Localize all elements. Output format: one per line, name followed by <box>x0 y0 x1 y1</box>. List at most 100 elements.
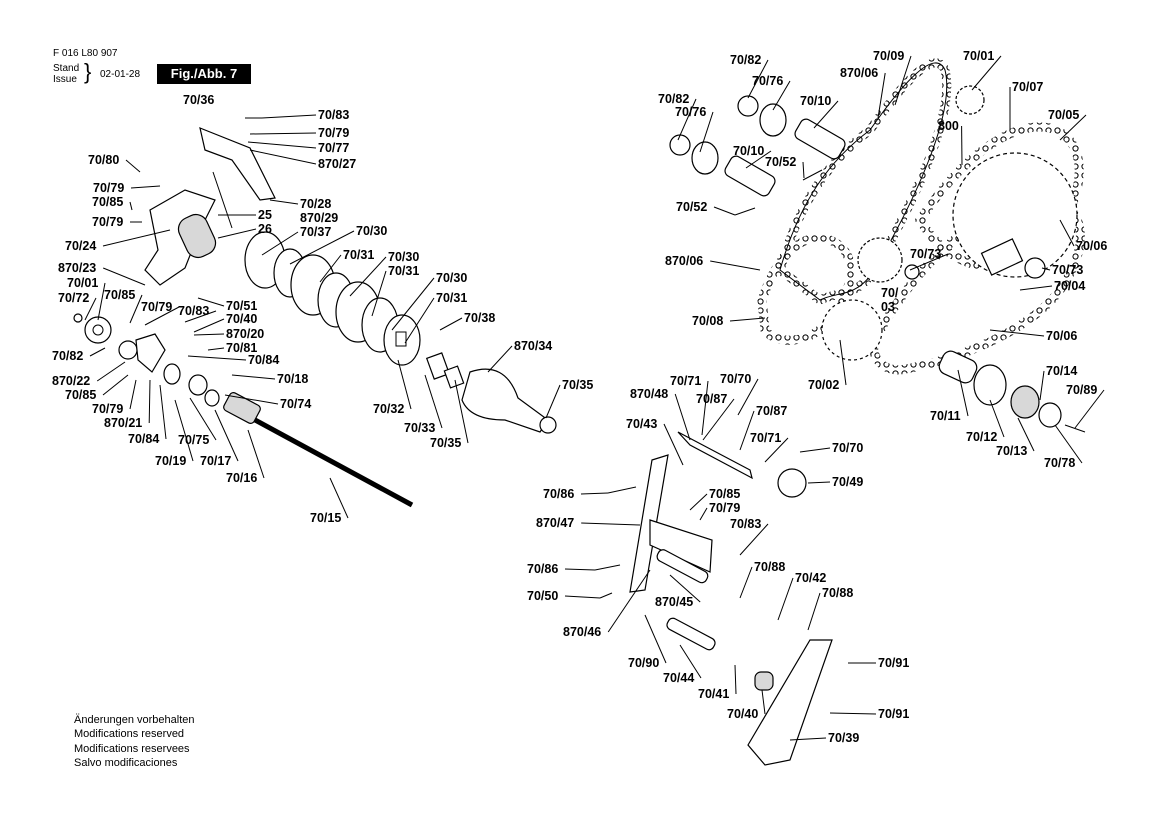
callout-leader-line <box>580 492 609 495</box>
callout-leader-line <box>677 98 697 141</box>
callout-leader-line <box>1039 370 1045 401</box>
part-callout-label: 70/05 <box>1048 108 1079 122</box>
callout-leader-line <box>877 72 886 119</box>
part-callout-label: 70/78 <box>1044 456 1075 470</box>
part-callout-label: 70/31 <box>343 248 374 262</box>
part-callout-label: 70/30 <box>388 250 419 264</box>
part-callout-label: 70/90 <box>628 656 659 670</box>
callout-leader-line <box>217 228 257 239</box>
drive-shaft-assembly <box>163 352 557 508</box>
part-callout-label: 70/79 <box>141 300 172 314</box>
callout-leader-line <box>829 712 877 715</box>
part-callout-label: 70/01 <box>963 49 994 63</box>
part-callout-label: 70/79 <box>92 402 123 416</box>
callout-leader-line <box>148 379 151 424</box>
callout-leader-line <box>564 568 596 571</box>
part-callout-label: 70/83 <box>178 304 209 318</box>
part-callout-label: 70/09 <box>873 49 904 63</box>
callout-leader-line <box>747 59 769 99</box>
callout-leader-line <box>729 317 766 322</box>
callout-leader-line <box>103 267 146 286</box>
part-callout-label: 70/86 <box>543 487 574 501</box>
callout-leader-line <box>487 345 513 373</box>
part-callout-label: 70/73 <box>1052 263 1083 277</box>
part-callout-label: 70/85 <box>104 288 135 302</box>
part-callout-label: 70/01 <box>67 276 98 290</box>
part-callout-label: 70/91 <box>878 656 909 670</box>
part-callout-label: 70/79 <box>709 501 740 515</box>
callout-leader-line <box>289 230 355 265</box>
callout-leader-line <box>813 100 839 129</box>
callout-leader-line <box>802 161 805 179</box>
note-de: Änderungen vorbehalten <box>74 714 195 726</box>
callout-leader-line <box>1059 114 1087 141</box>
part-callout-label: 03 <box>881 300 895 314</box>
callout-leader-line <box>737 378 759 416</box>
part-callout-label: 70/31 <box>388 264 419 278</box>
part-callout-labels: 70/3670/8370/7970/77870/2770/8070/7970/8… <box>52 49 1107 745</box>
part-callout-label: 70/40 <box>226 312 257 326</box>
callout-leader-line <box>701 380 709 436</box>
part-callout-label: 70/71 <box>670 374 701 388</box>
callout-leader-line <box>761 689 766 715</box>
part-callout-label: 70/85 <box>65 388 96 402</box>
part-callout-label: 70/52 <box>765 155 796 169</box>
callout-leader-line <box>674 393 691 441</box>
part-callout-label: 70/50 <box>527 589 558 603</box>
part-callout-label: 70/11 <box>930 409 961 423</box>
part-callout-label: 70/76 <box>752 74 783 88</box>
part-callout-label: 70/70 <box>720 372 751 386</box>
part-callout-label: 870/29 <box>300 211 338 225</box>
part-callout-label: 70/ <box>881 286 899 300</box>
part-callout-label: 870/23 <box>58 261 96 275</box>
callout-leader-line <box>391 277 435 331</box>
part-callout-label: 70/36 <box>183 93 214 107</box>
chain-drive-assembly <box>757 58 1085 375</box>
callout-leader-line <box>249 132 317 135</box>
callout-leader-line <box>1074 389 1105 429</box>
part-callout-label: 870/48 <box>630 387 668 401</box>
callout-leader-line <box>231 374 276 380</box>
callout-leader-line <box>174 399 194 462</box>
part-callout-label: 70/44 <box>663 671 694 685</box>
right-shaft-parts <box>938 350 1086 433</box>
callout-leader-line <box>159 384 167 440</box>
callout-leader-line <box>130 185 161 189</box>
part-callout-label: 70/83 <box>318 108 349 122</box>
callout-leader-line <box>97 282 106 321</box>
part-callout-label: 70/80 <box>88 153 119 167</box>
callout-leader-line <box>129 294 143 324</box>
callout-leader-line <box>261 231 299 256</box>
part-callout-label: 870/46 <box>563 625 601 639</box>
callout-leader-line <box>739 523 769 556</box>
callout-leader-line <box>669 574 701 603</box>
part-callout-label: 70/18 <box>277 372 308 386</box>
callout-leader-line <box>96 361 126 382</box>
part-callout-label: 870/21 <box>104 416 142 430</box>
part-callout-label: 70/28 <box>300 197 331 211</box>
callout-leader-line <box>679 644 702 679</box>
part-callout-label: 70/12 <box>966 430 997 444</box>
callout-leader-line <box>799 447 831 453</box>
callout-leader-line <box>1019 285 1053 291</box>
callout-leader-line <box>909 253 949 271</box>
part-callout-label: 70/79 <box>92 215 123 229</box>
part-callout-label: 70/10 <box>800 94 831 108</box>
part-callout-label: 26 <box>258 222 272 236</box>
part-callout-label: 70/70 <box>832 441 863 455</box>
part-callout-label: 70/41 <box>698 687 729 701</box>
part-callout-label: 70/33 <box>404 421 435 435</box>
callout-leader-line <box>319 254 342 283</box>
callout-leader-line <box>745 150 772 169</box>
part-callout-label: 70/31 <box>436 291 467 305</box>
callout-leader-line <box>689 493 708 511</box>
part-callout-label: 70/49 <box>832 475 863 489</box>
part-callout-label: 70/10 <box>733 144 764 158</box>
callout-leader-line <box>807 592 821 631</box>
part-callout-label: 870/22 <box>52 374 90 388</box>
part-callout-label: 70/37 <box>300 225 331 239</box>
part-callout-label: 70/32 <box>373 402 404 416</box>
part-callout-label: 70/35 <box>562 378 593 392</box>
callout-leader-line <box>424 374 443 429</box>
callout-leader-line <box>129 379 137 410</box>
